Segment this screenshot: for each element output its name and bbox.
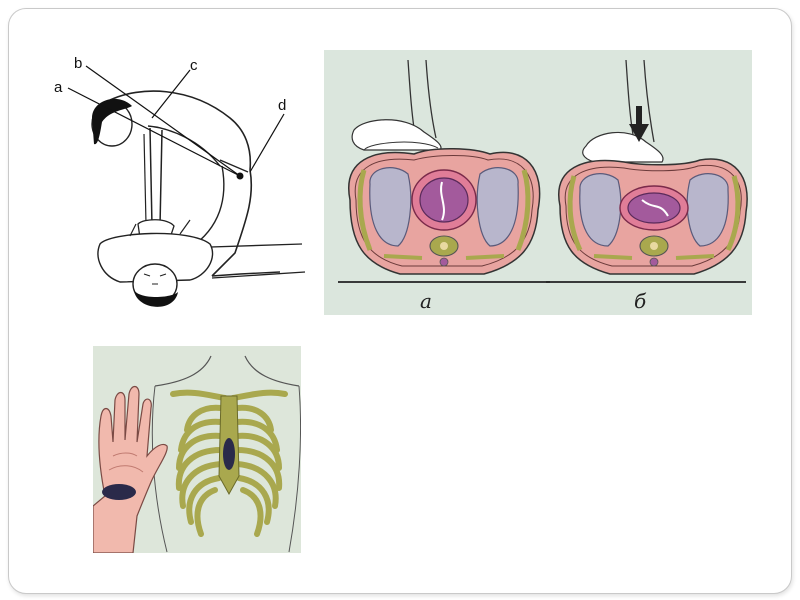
label-a: a — [54, 79, 63, 96]
hand-ribcage-figure — [93, 346, 301, 553]
panel-b-label: б — [634, 289, 647, 313]
panel-a: а — [338, 59, 550, 313]
panel-a-label: а — [420, 289, 432, 313]
label-d: d — [278, 97, 286, 114]
chest-cross-section-figure: а — [324, 50, 752, 315]
cpr-posture-figure: a b c d — [40, 48, 310, 320]
label-b: b — [74, 55, 82, 72]
label-c: c — [190, 57, 198, 74]
panel-b: б — [546, 59, 748, 313]
arrow-down-icon — [629, 106, 649, 142]
